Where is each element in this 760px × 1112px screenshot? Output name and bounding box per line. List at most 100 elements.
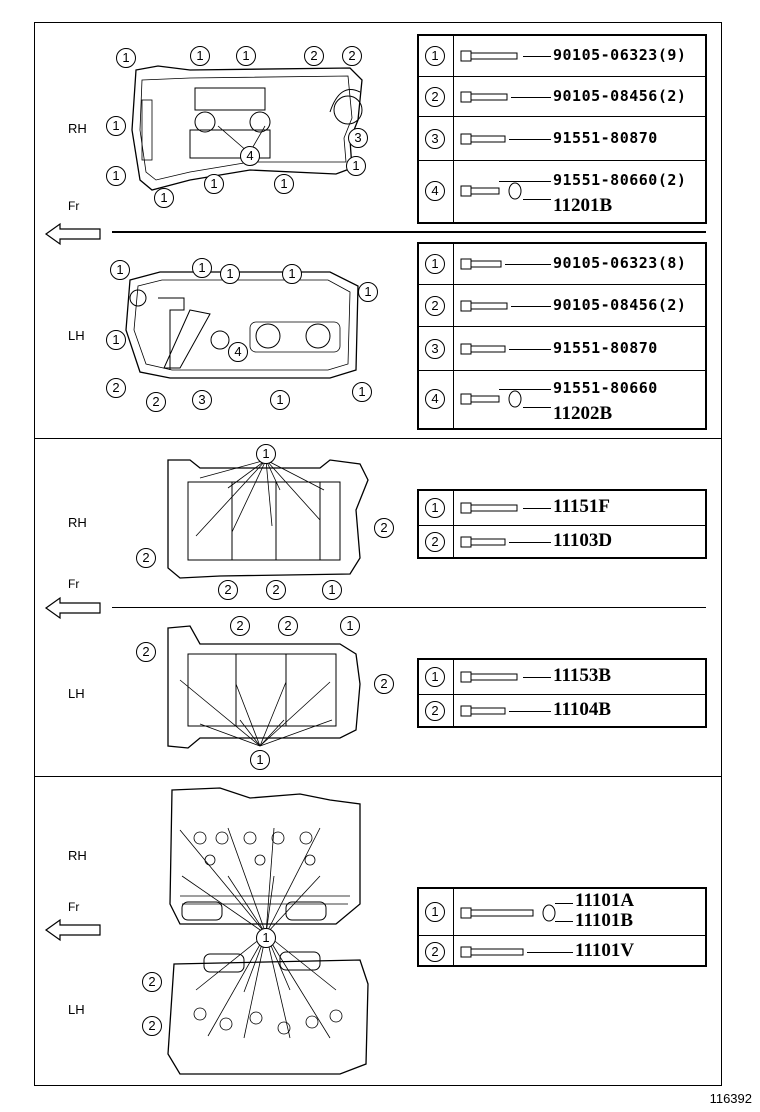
callout-1: 1 [358,282,378,302]
part-number: 11201B [553,195,613,216]
callout-2: 2 [342,46,362,66]
part-number: 91551-80660(2) [553,171,687,189]
callout-1: 1 [340,616,360,636]
callout-2: 2 [106,378,126,398]
table-row: 2 11101V [419,935,705,968]
part-number: 11151F [553,496,611,517]
side-label-rh: RH [68,121,87,136]
rh-bearing-table: 1 11151F 2 11103D [417,489,707,559]
table-row: 1 90105-06323(8) [419,244,705,284]
row-number: 1 [425,902,445,922]
table-row: 3 91551-80870 [419,116,705,161]
callout-1: 1 [154,188,174,208]
callout-1: 1 [204,174,224,194]
part-number: 11101A [575,890,635,911]
row-number: 2 [425,701,445,721]
callout-2: 2 [142,972,162,992]
row-number: 4 [425,389,445,409]
row-number: 2 [425,942,445,962]
row-number: 1 [425,46,445,66]
callout-1: 1 [116,48,136,68]
row-number: 1 [425,667,445,687]
callout-1: 1 [106,166,126,186]
direction-label: Fr [68,900,80,914]
table-row: 2 11104B [419,694,705,729]
section-separator [34,438,722,439]
bolt-icon [460,91,508,103]
bolt-washer-icon [460,182,522,200]
cylinder-head-drawing [167,787,369,1075]
front-arrow-icon [44,596,101,620]
row-number: 1 [425,254,445,274]
rh-cam-housing-drawing [131,65,363,191]
bolt-icon [460,502,518,514]
row-number: 2 [425,296,445,316]
bolt-icon [460,705,506,717]
side-label-rh: RH [68,515,87,530]
callout-1: 1 [270,390,290,410]
lh-bearing-cap-drawing [167,625,361,749]
table-row: 2 11103D [419,525,705,560]
divider-line [112,231,706,233]
callout-1: 1 [250,750,270,770]
callout-1: 1 [106,330,126,350]
part-number: 90105-08456(2) [553,296,687,314]
part-number: 90105-06323(9) [553,46,687,64]
bolt-icon [460,946,524,958]
part-number: 91551-80660 [553,379,658,397]
part-number: 91551-80870 [553,339,658,357]
table-row: 1 11101A 11101B [419,889,705,935]
part-number: 90105-08456(2) [553,87,687,105]
row-number: 3 [425,129,445,149]
image-id-label: 116392 [709,1091,752,1106]
part-number: 11104B [553,699,612,720]
callout-2: 2 [146,392,166,412]
table-row: 3 91551-80870 [419,326,705,371]
front-arrow-icon [44,222,101,246]
section-separator [34,776,722,777]
row-number: 1 [425,498,445,518]
callout-3: 3 [348,128,368,148]
part-number: 90105-06323(8) [553,254,687,272]
row-number: 3 [425,339,445,359]
table-row: 4 91551-80660 11202B [419,370,705,429]
table-row: 2 90105-08456(2) [419,76,705,117]
direction-label: Fr [68,199,80,213]
side-label-lh: LH [68,1002,85,1017]
row-number: 4 [425,181,445,201]
side-label-lh: LH [68,328,85,343]
callout-1: 1 [352,382,372,402]
callout-1: 1 [220,264,240,284]
table-row: 1 90105-06323(9) [419,36,705,76]
rh-bearing-cap-drawing [167,459,369,579]
callout-1: 1 [346,156,366,176]
row-number: 2 [425,87,445,107]
callout-4: 4 [240,146,260,166]
part-number: 11103D [553,530,613,551]
part-number: 11153B [553,665,612,686]
side-label-lh: LH [68,686,85,701]
callout-2: 2 [230,616,250,636]
callout-2: 2 [374,518,394,538]
bolt-icon [460,671,518,683]
bolt-icon [460,50,518,62]
lh-parts-table: 1 90105-06323(8) 2 90105-08456(2) 3 9155… [417,242,707,430]
bolt-icon [460,258,502,270]
callout-2: 2 [142,1016,162,1036]
table-row: 4 91551-80660(2) 11201B [419,160,705,223]
part-number: 11101V [575,940,635,961]
bolt-icon [460,133,506,145]
callout-2: 2 [136,548,156,568]
callout-4: 4 [228,342,248,362]
callout-2: 2 [218,580,238,600]
callout-1: 1 [322,580,342,600]
callout-1: 1 [190,46,210,66]
diagram-frame [34,22,722,1086]
callout-1: 1 [256,444,276,464]
front-arrow-icon [44,918,101,942]
part-number: 91551-80870 [553,129,658,147]
bolt-icon [460,300,508,312]
bolt-washer-icon [460,904,556,922]
direction-label: Fr [68,577,80,591]
side-label-rh: RH [68,848,87,863]
